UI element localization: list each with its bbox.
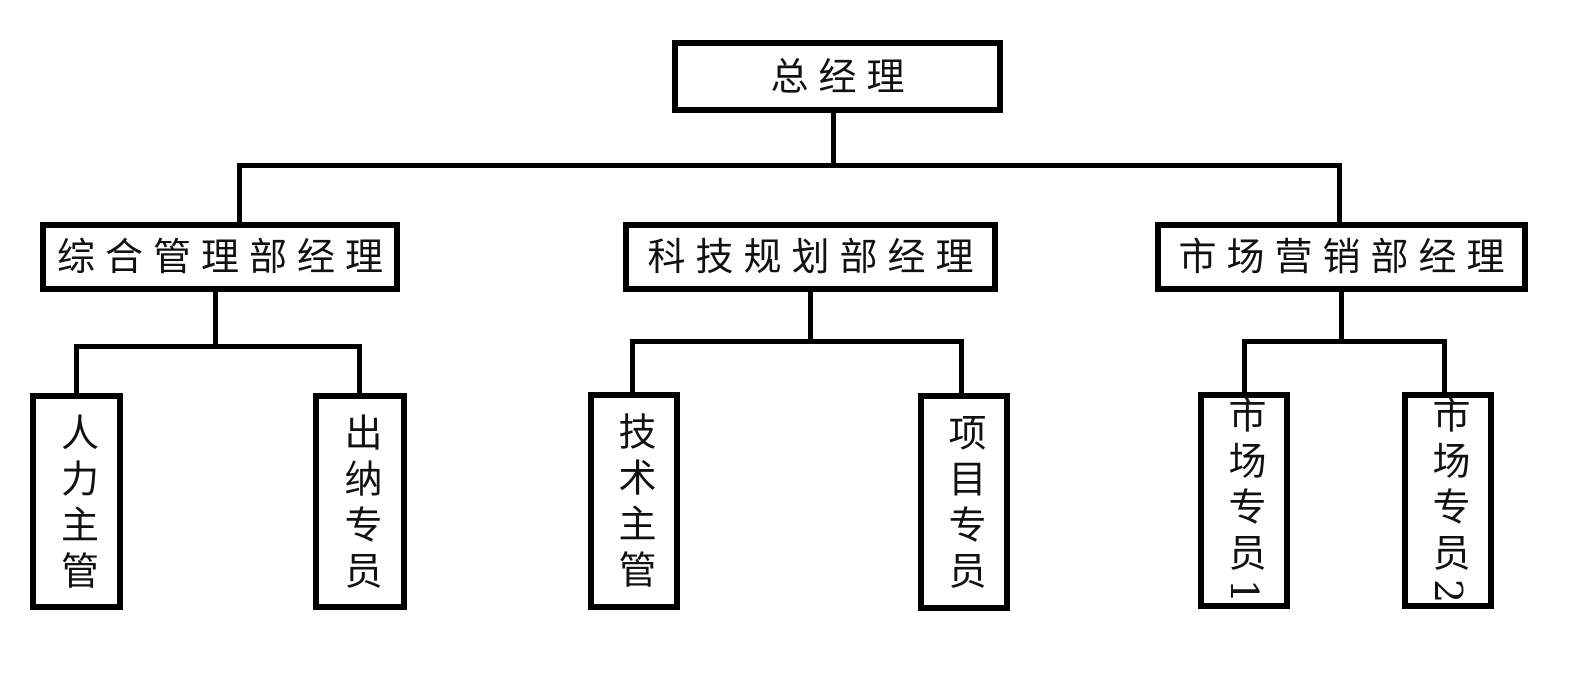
connector-dept3-vertical <box>1339 290 1344 343</box>
node-project-specialist-label: 项目专员 <box>942 413 986 597</box>
node-market-specialist-1: 市场专员1 <box>1198 392 1290 612</box>
node-marketing-dept-manager: 市场营销部经理 <box>1155 222 1528 292</box>
connector-level1-horizontal-bus <box>237 163 1342 168</box>
node-cashier-specialist-label: 出纳专员 <box>338 412 382 597</box>
connector-level1-drop-right <box>1337 166 1342 224</box>
node-general-admin-dept-manager-label: 综合管理部经理 <box>56 235 393 279</box>
node-market-specialist-2-label: 市场专员2 <box>1426 395 1470 612</box>
connector-dept2-horizontal-bus <box>630 339 964 344</box>
node-technical-supervisor-label: 技术主管 <box>612 412 656 596</box>
connector-dept3-drop-right <box>1442 342 1447 394</box>
connector-dept1-vertical <box>213 290 218 348</box>
node-general-manager: 总经理 <box>672 40 1003 113</box>
connector-dept1-horizontal-bus <box>74 344 362 349</box>
node-market-specialist-1-label: 市场专员1 <box>1222 395 1266 612</box>
connector-dept1-drop-right <box>357 347 362 395</box>
node-hr-supervisor-label: 人力主管 <box>54 412 99 597</box>
connector-root-vertical <box>831 110 836 168</box>
connector-dept2-drop-right <box>959 342 964 395</box>
node-marketing-dept-manager-label: 市场营销部经理 <box>1178 235 1515 279</box>
node-general-admin-dept-manager: 综合管理部经理 <box>40 222 400 292</box>
node-tech-planning-dept-manager-label: 科技规划部经理 <box>647 235 984 279</box>
connector-level1-drop-left <box>237 166 242 224</box>
node-general-manager-label: 总经理 <box>770 54 915 99</box>
connector-dept1-drop-left <box>74 347 79 395</box>
node-market-specialist-2: 市场专员2 <box>1402 392 1494 612</box>
node-project-specialist: 项目专员 <box>918 393 1010 611</box>
connector-dept3-drop-left <box>1242 342 1247 394</box>
node-cashier-specialist: 出纳专员 <box>313 393 407 610</box>
connector-dept2-drop-left <box>630 342 635 394</box>
connector-dept3-horizontal-bus <box>1242 339 1447 344</box>
node-technical-supervisor: 技术主管 <box>588 392 680 610</box>
node-tech-planning-dept-manager: 科技规划部经理 <box>623 222 998 292</box>
connector-dept2-vertical <box>808 290 813 343</box>
node-hr-supervisor: 人力主管 <box>30 393 123 610</box>
